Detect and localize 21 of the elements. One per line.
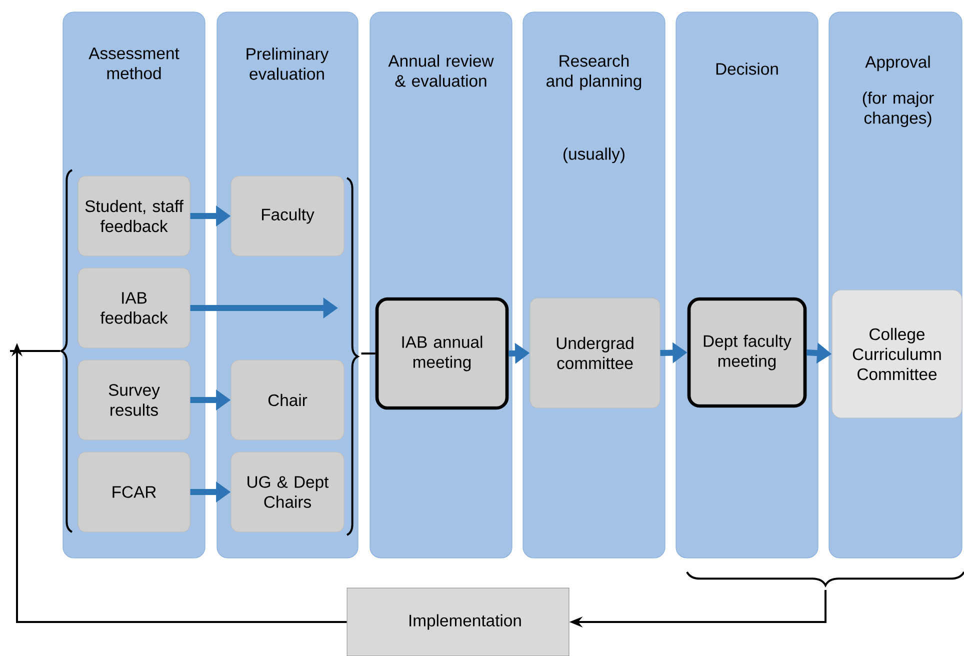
connector-line (361, 352, 376, 354)
process-box: Implementation (346, 588, 570, 656)
column-heading: Preliminary evaluation (246, 48, 329, 80)
column-heading: Research and planning (546, 54, 642, 90)
column-heading: (for major changes) (862, 92, 934, 128)
process-box: Chair (230, 360, 344, 440)
column-heading: Annual review & evaluation (388, 54, 494, 87)
process-box: Faculty (230, 176, 344, 256)
process-box: Survey results (78, 360, 190, 440)
process-box: Undergrad committee (530, 298, 660, 408)
process-box: Student, staff feedback (78, 176, 190, 256)
process-box: IAB annual meeting (375, 297, 509, 410)
process-box: FCAR (78, 452, 190, 532)
column-heading: Assessment method (88, 48, 180, 80)
process-box: IAB feedback (78, 268, 190, 348)
column-heading: (usually) (564, 148, 624, 164)
column-heading: Decision (716, 62, 778, 75)
column-heading: Approval (865, 56, 930, 72)
process-box: UG & Dept Chairs (230, 452, 344, 532)
process-box: College Curriculumn Committee (832, 290, 962, 418)
process-box: Dept faculty meeting (687, 297, 807, 408)
